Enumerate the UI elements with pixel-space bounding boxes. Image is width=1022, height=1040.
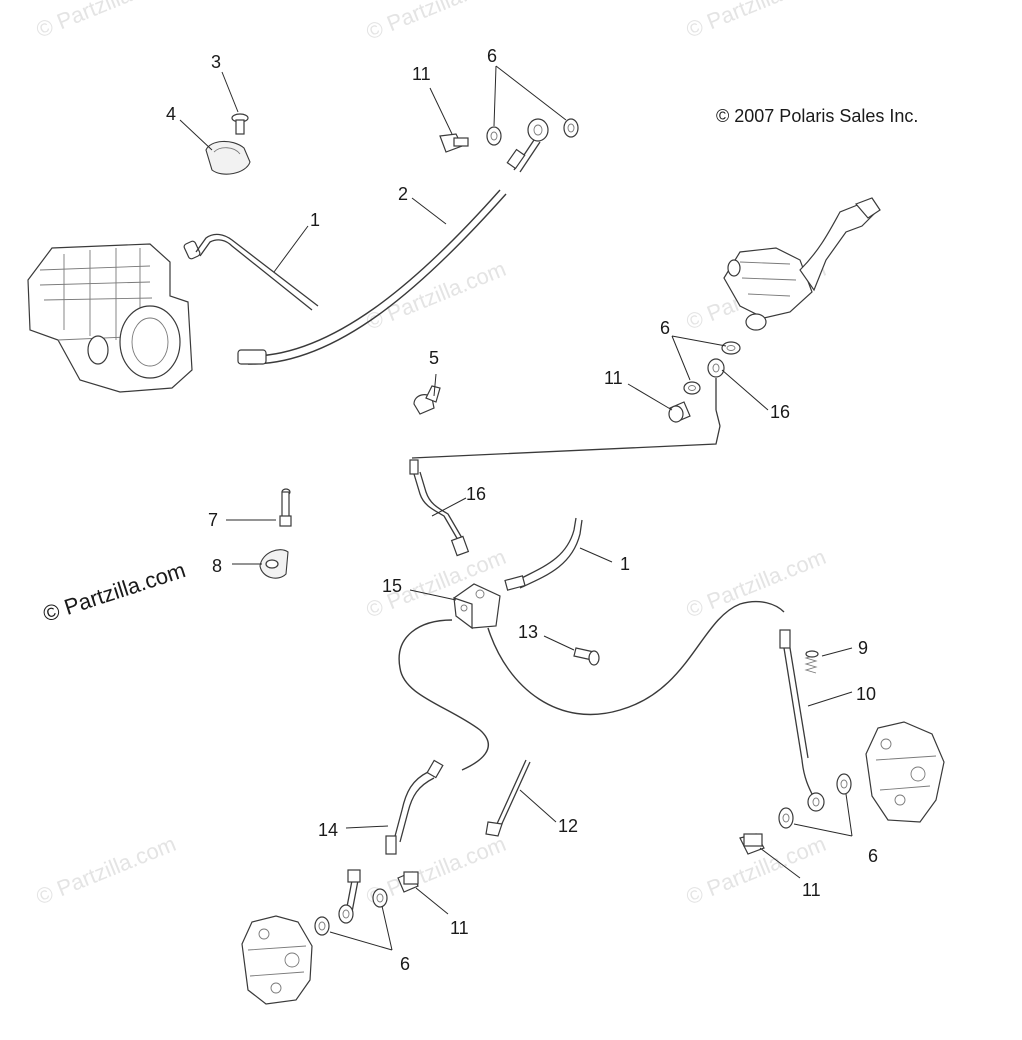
elbow-fitting-part-5 — [413, 385, 441, 415]
screw-part-13 — [573, 647, 600, 666]
callout-10: 10 — [856, 684, 876, 704]
callout-12: 12 — [558, 816, 578, 836]
callout-1: 1 — [620, 554, 630, 574]
callout-1: 1 — [310, 210, 320, 230]
callout-7: 7 — [208, 510, 218, 530]
callout-11: 11 — [802, 880, 821, 900]
callout-8: 8 — [212, 556, 222, 576]
brake-line-14 — [385, 759, 444, 855]
callout-2: 2 — [398, 184, 408, 204]
brake-line-16-lower — [409, 459, 470, 557]
callout-3: 3 — [211, 52, 221, 72]
callout-15: 15 — [382, 576, 402, 596]
washers-part-6-lower-left — [314, 888, 388, 936]
caliper-lower-left — [241, 915, 313, 1005]
washers-part-6-right — [778, 773, 852, 829]
callout-13: 13 — [518, 622, 538, 642]
callout-11: 11 — [604, 368, 623, 388]
callout-6: 6 — [660, 318, 670, 338]
banjo-bolt-part-11-lower-left — [397, 871, 419, 893]
callout-6: 6 — [400, 954, 410, 974]
banjo-bolt-part-11-middle — [668, 401, 691, 423]
caliper-upper-left — [27, 240, 201, 393]
watermark: © Partzilla.com — [683, 544, 830, 623]
callout-labels: 3 4 11 6 1 2 6 11 16 5 16 7 8 1 15 13 9 … — [166, 46, 878, 974]
banjo-bolt-part-11-top — [439, 133, 469, 153]
junction-block-part-15 — [453, 583, 501, 630]
brake-line-1-upper — [195, 233, 319, 311]
banjo-fitting-top — [506, 118, 549, 173]
brake-hose-2 — [237, 189, 507, 365]
spring-part-9 — [804, 650, 819, 674]
callout-4: 4 — [166, 104, 176, 124]
clamp-part-8 — [259, 549, 289, 579]
clip-part-4 — [205, 140, 251, 175]
watermark: © Partzilla.com — [683, 0, 830, 43]
bolt-part-7 — [279, 488, 292, 527]
callout-16: 16 — [770, 402, 790, 422]
callout-11: 11 — [450, 918, 469, 938]
washers-part-6-top — [486, 118, 579, 146]
copyright-notice: © 2007 Polaris Sales Inc. — [716, 106, 918, 126]
callout-6: 6 — [868, 846, 878, 866]
brake-line-1-middle — [504, 517, 583, 591]
watermark: © Partzilla.com — [33, 0, 180, 43]
brake-line-loop-left — [398, 619, 489, 771]
screw-part-3 — [231, 113, 249, 135]
brake-line-16-upper — [411, 358, 725, 459]
master-cylinder-pedal — [723, 197, 881, 331]
callout-9: 9 — [858, 638, 868, 658]
callout-14: 14 — [318, 820, 338, 840]
watermark: © Partzilla.com — [33, 831, 180, 910]
banjo-fitting-lower-right — [807, 792, 825, 812]
callout-11: 11 — [412, 64, 431, 84]
banjo-bolt-part-11-lower-right — [739, 833, 765, 855]
brake-line-10 — [779, 629, 817, 803]
washers-part-6-middle — [683, 341, 741, 395]
watermark: © Partzilla.com — [363, 0, 510, 45]
callout-6: 6 — [487, 46, 497, 66]
site-mark: © Partzilla.com — [40, 557, 189, 627]
brake-line-loop-right — [487, 600, 785, 716]
cable-tie-part-12 — [485, 759, 531, 837]
caliper-lower-right — [865, 721, 945, 823]
callout-5: 5 — [429, 348, 439, 368]
callout-16: 16 — [466, 484, 486, 504]
banjo-fitting-lower-left — [338, 869, 361, 924]
leader-lines — [179, 65, 853, 951]
watermark: © Partzilla.com — [363, 256, 510, 335]
